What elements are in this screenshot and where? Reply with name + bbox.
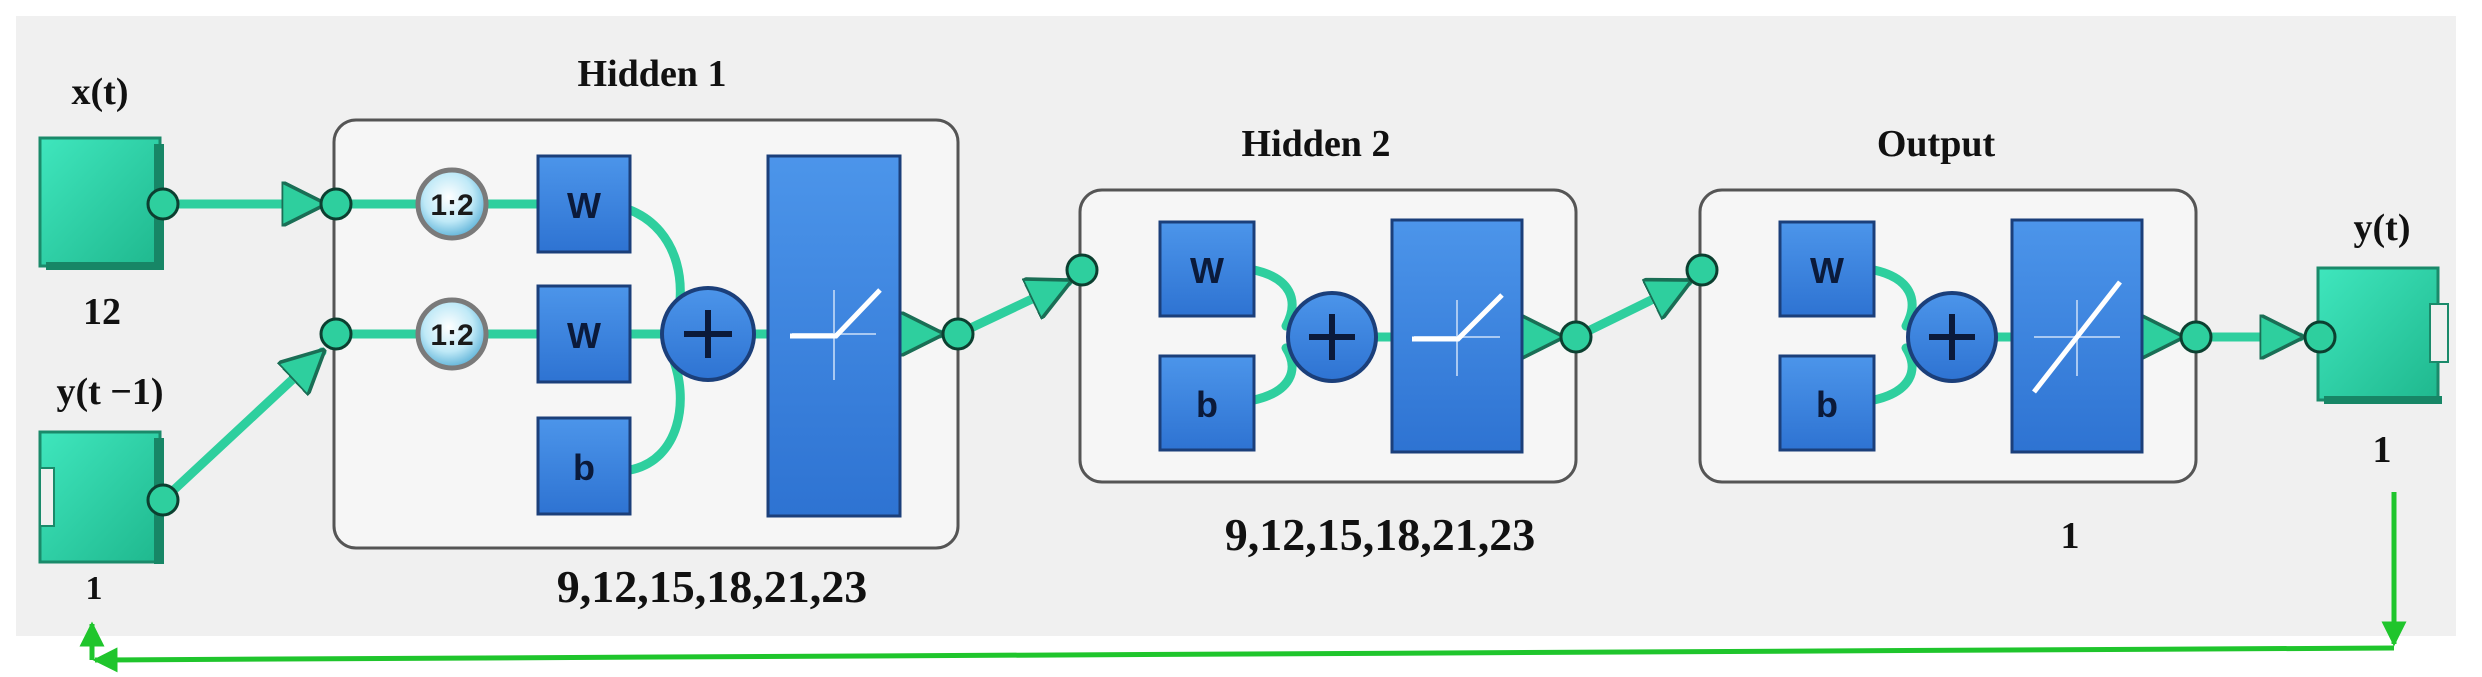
summation-icon [1286, 291, 1378, 383]
connectors [158, 204, 2305, 505]
tapped-delay-icon: 1:2 [415, 297, 489, 371]
tapped-delay-icon: 1:2 [415, 167, 489, 241]
weight-block: W [536, 154, 632, 254]
input-block-y-prev [38, 430, 164, 564]
output-block-y [2316, 266, 2449, 404]
bias-block: b [536, 416, 632, 516]
bias-label: b [573, 447, 595, 488]
weight-block: W [536, 284, 632, 384]
layer-title-output: Output [1876, 123, 1996, 165]
bias-block: b [1158, 354, 1256, 452]
connection-nodes [146, 187, 2337, 517]
output-y-label: y(t) [2353, 207, 2411, 249]
weight-label: W [1810, 250, 1844, 291]
transfer-function-icon [1390, 218, 1524, 454]
delay-label: 1:2 [430, 189, 473, 222]
input-y-prev-size: 1 [85, 570, 103, 607]
bias-block: b [1778, 354, 1876, 452]
input-block-x [38, 136, 164, 270]
weight-block: W [1778, 220, 1876, 318]
feedback-loop [79, 492, 2407, 673]
delay-label: 1:2 [430, 319, 473, 352]
summation-icon [1906, 291, 1998, 383]
summation-icon [660, 286, 756, 382]
layer-neurons-output: 1 [2060, 515, 2080, 557]
bias-label: b [1816, 384, 1838, 425]
layer-neurons-hidden-1: 9,12,15,18,21,23 [556, 561, 868, 612]
weight-label: W [1190, 250, 1224, 291]
weight-label: W [567, 185, 601, 226]
input-y-prev-label: y(t −1) [56, 371, 164, 413]
weight-label: W [567, 315, 601, 356]
bias-label: b [1196, 384, 1218, 425]
layer-title-hidden-2: Hidden 2 [1241, 123, 1391, 165]
transfer-function-icon [2010, 218, 2144, 454]
input-x-size: 12 [83, 291, 121, 333]
weight-block: W [1158, 220, 1256, 318]
output-y-size: 1 [2372, 429, 2392, 471]
layer-title-hidden-1: Hidden 1 [577, 53, 727, 95]
layer-neurons-hidden-2: 9,12,15,18,21,23 [1224, 509, 1536, 560]
input-x-label: x(t) [71, 71, 129, 113]
transfer-function-icon [766, 154, 902, 518]
